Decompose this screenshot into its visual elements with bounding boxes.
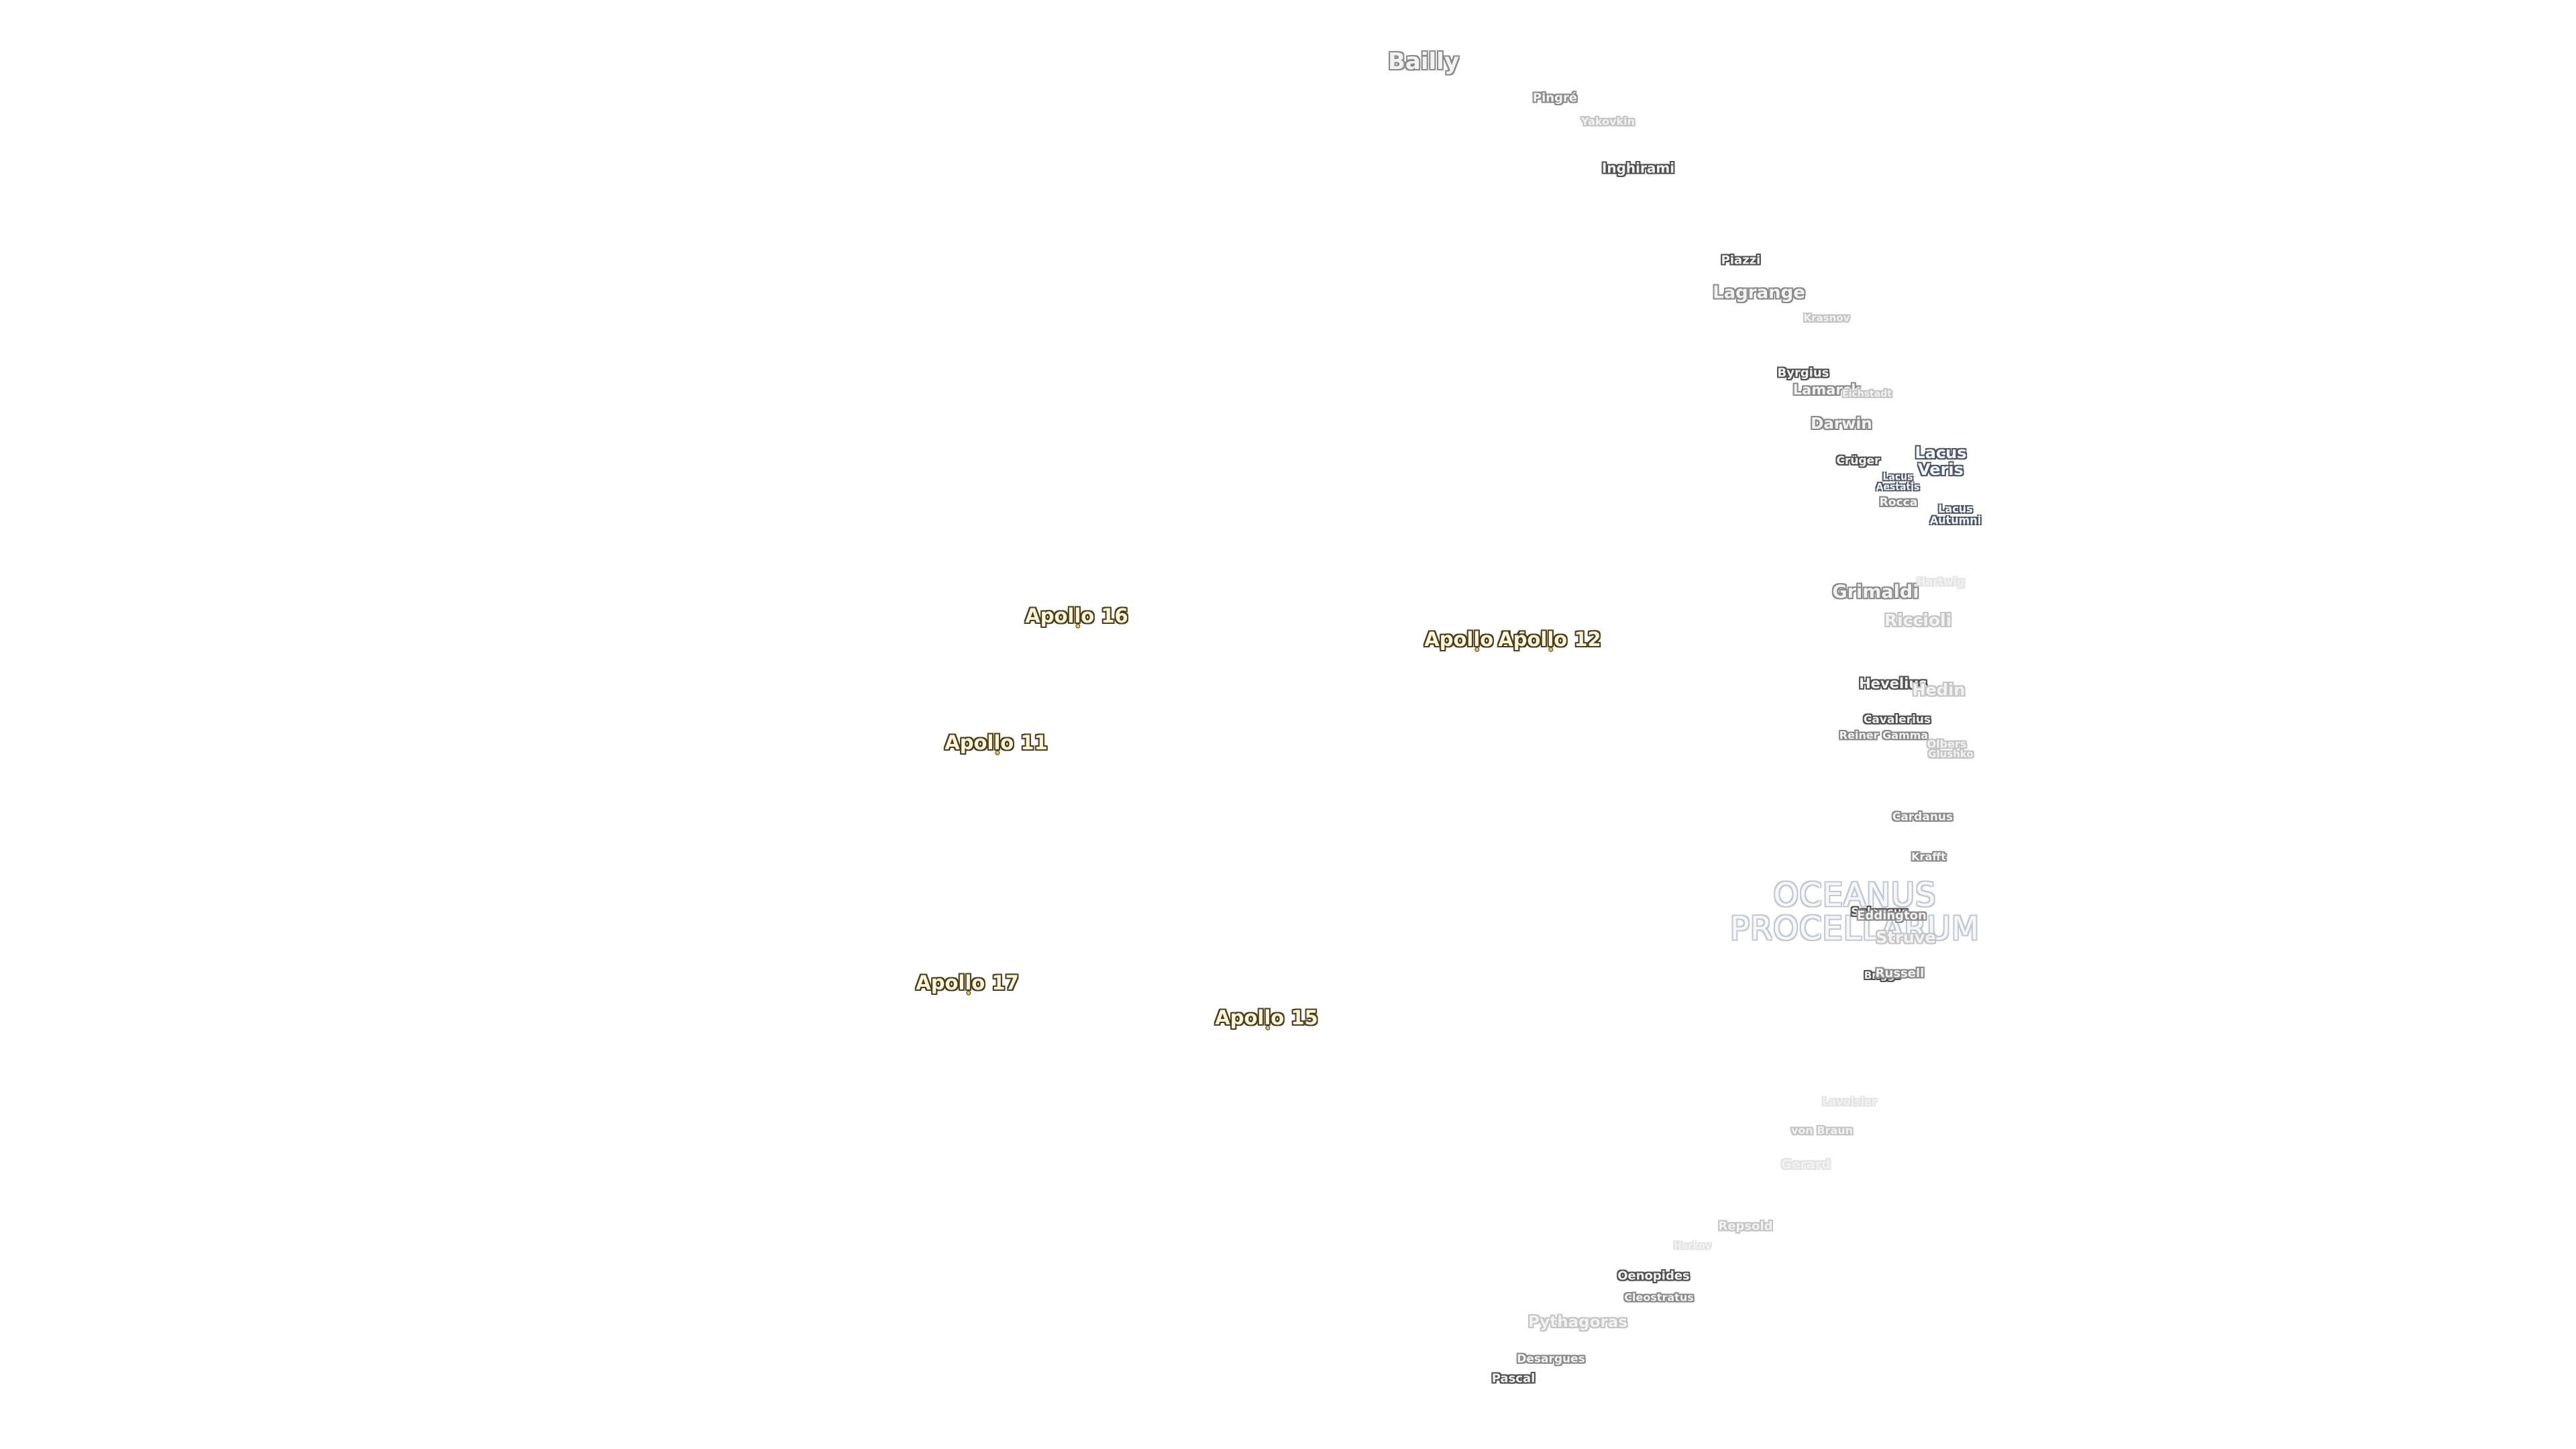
landing-site-marker-icon	[965, 990, 971, 996]
lacus-name-line-1: Lacus	[1882, 472, 1913, 483]
crater-label[interactable]: Cleostratus	[1624, 1291, 1694, 1304]
crater-label[interactable]: Darwin	[1811, 415, 1872, 433]
landing-site-marker-icon	[994, 750, 1000, 755]
apollo-12-label[interactable]: Apollo 12	[1498, 627, 1601, 652]
apollo-site-name: Apollo 16	[1025, 604, 1128, 627]
crater-label[interactable]: Hedin	[1912, 680, 1966, 700]
apollo-site-name: Apollo 14	[1424, 627, 1527, 651]
mare-name-line-2: PROCELLARUM	[1729, 910, 1980, 948]
mare-name-line-1: OCEANUS	[1773, 876, 1937, 914]
apollo-16-label[interactable]: Apollo 16	[1025, 604, 1128, 629]
lacus-veris-label[interactable]: Lacus Veris	[1915, 443, 1967, 479]
crater-label[interactable]: Desargues	[1517, 1352, 1585, 1366]
crater-label[interactable]: Struve	[1876, 928, 1936, 947]
crater-label[interactable]: Crüger	[1836, 454, 1880, 468]
crater-label[interactable]: Piazzi	[1721, 253, 1761, 268]
lacus-name-line-2: Veris	[1918, 460, 1964, 479]
apollo-15-label[interactable]: Apollo 15	[1215, 1006, 1318, 1030]
crater-label[interactable]: Eichstadt	[1842, 388, 1892, 400]
crater-label[interactable]: Lagrange	[1713, 282, 1805, 303]
crater-label[interactable]: Cavalerius	[1863, 713, 1931, 727]
apollo-site-name: Apollo 11	[945, 731, 1048, 754]
crater-label[interactable]: Rocca	[1879, 496, 1918, 510]
crater-label[interactable]: Krafft	[1911, 850, 1946, 863]
crater-label[interactable]: Krasnov	[1803, 312, 1850, 325]
crater-label[interactable]: Hartwig	[1917, 575, 1965, 588]
crater-label[interactable]: Riccioli	[1884, 610, 1952, 630]
crater-label[interactable]: Harkov	[1674, 1240, 1711, 1252]
lacus-name-line-2: Autumni	[1929, 514, 1982, 527]
crater-label[interactable]: Lavoisier	[1822, 1095, 1877, 1108]
crater-label[interactable]: Yakovkin	[1580, 115, 1635, 128]
crater-label[interactable]: Inghirami	[1601, 160, 1675, 176]
lacus-name-line-1: Lacus	[1938, 502, 1973, 516]
lacus-name-line-2: Aestatis	[1876, 482, 1920, 492]
landing-site-marker-icon	[1474, 647, 1479, 652]
mare-oceanus-procellarum-label[interactable]: OCEANUS PROCELLARUM	[1729, 876, 1980, 948]
lacus-autumni-label[interactable]: Lacus Autumni	[1929, 502, 1982, 527]
crater-label[interactable]: Russell	[1875, 966, 1925, 981]
crater-label[interactable]: Pascal	[1491, 1371, 1536, 1386]
crater-label[interactable]: Eddington	[1857, 908, 1927, 923]
crater-label[interactable]: Cardanus	[1892, 810, 1953, 824]
crater-label[interactable]: Byrgius	[1777, 366, 1829, 380]
apollo-site-name: Apollo 15	[1215, 1006, 1318, 1029]
landing-site-marker-icon	[1548, 647, 1553, 652]
crater-label[interactable]: Oenopides	[1617, 1269, 1690, 1283]
crater-label[interactable]: Repsold	[1718, 1219, 1773, 1234]
crater-label[interactable]: Glushko	[1928, 748, 1974, 761]
crater-label[interactable]: Gerard	[1781, 1157, 1831, 1173]
apollo-site-name: Apollo 12	[1498, 627, 1601, 651]
crater-label[interactable]: Briggs	[1864, 969, 1901, 982]
lacus-name-line-1: Lacus	[1915, 443, 1967, 462]
lacus-aestatis-label[interactable]: Lacus Aestatis	[1876, 472, 1920, 492]
landing-site-marker-icon	[1075, 623, 1080, 629]
crater-label[interactable]: Pingré	[1532, 91, 1578, 105]
landing-site-marker-icon	[1265, 1025, 1270, 1030]
crater-label[interactable]: Reiner Gamma	[1839, 729, 1929, 742]
crater-label[interactable]: Hevelius	[1859, 675, 1927, 692]
crater-label[interactable]: Lamarck	[1792, 381, 1861, 398]
crater-label[interactable]: Seleucus	[1851, 906, 1909, 920]
apollo-11-label[interactable]: Apollo 11	[945, 731, 1048, 755]
crater-label[interactable]: Grimaldi	[1832, 581, 1919, 602]
crater-label[interactable]: von Braun	[1790, 1124, 1854, 1137]
apollo-14-label[interactable]: Apollo 14	[1424, 627, 1527, 652]
apollo-site-name: Apollo 17	[916, 971, 1019, 994]
crater-label[interactable]: Pythagoras	[1528, 1313, 1627, 1331]
crater-label[interactable]: Olbers	[1927, 737, 1967, 751]
apollo-17-label[interactable]: Apollo 17	[916, 971, 1019, 996]
crater-label[interactable]: Bailly	[1388, 48, 1459, 76]
